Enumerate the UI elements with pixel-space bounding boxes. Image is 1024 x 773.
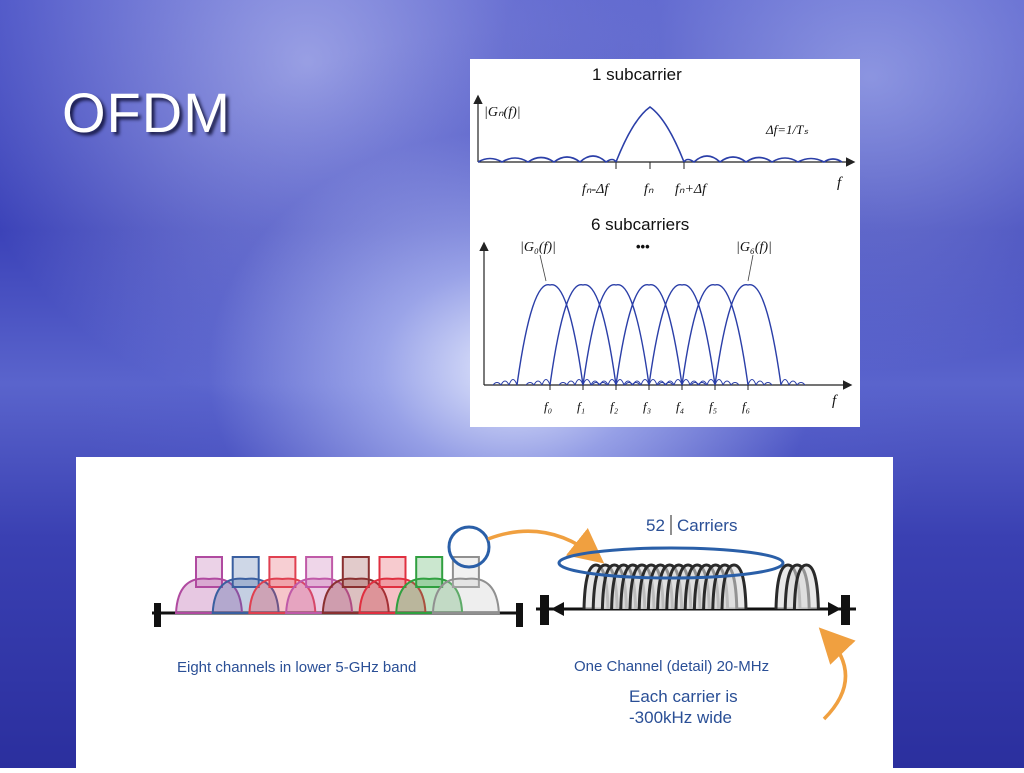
- panel2-tick-label: f₂: [610, 399, 619, 414]
- panel2-tick-label: f₆: [742, 399, 750, 414]
- channel-block: [341, 556, 370, 588]
- subcarrier-lobe: [582, 284, 650, 386]
- note-line-1: Each carrier is: [629, 687, 738, 706]
- panel2-x-axis-label: f: [832, 393, 838, 409]
- left-caption: Eight channels in lower 5-GHz band: [177, 659, 416, 676]
- panel1-x-axis-label: f: [837, 175, 843, 191]
- svg-text:52: 52: [646, 516, 665, 535]
- panel1-tick-label: fₙ+Δf: [675, 182, 708, 197]
- channel-block: [378, 556, 407, 588]
- panel1-sinc-curve: [477, 106, 843, 164]
- subcarrier-sidelobe: [673, 379, 757, 386]
- panel1-tick-label: fₙ-Δf: [582, 182, 610, 197]
- channel-mask: [431, 577, 500, 614]
- subcarrier-sidelobe: [624, 382, 740, 386]
- channel-figure: 52 Carriers Eight channels in lower 5-GH…: [76, 457, 893, 768]
- subcarrier-sidelobe: [632, 380, 732, 386]
- channel-mask: [395, 577, 464, 614]
- channel-mask: [211, 577, 280, 614]
- subcarrier-lobe: [681, 284, 749, 386]
- channel-block: [231, 556, 260, 588]
- subcarrier-sidelobe: [665, 380, 765, 386]
- channel-block: [415, 556, 444, 588]
- note-arrow: [818, 627, 856, 721]
- selected-channel-circle: [447, 525, 491, 569]
- panel2-tick-label: f₅: [709, 399, 717, 414]
- carriers-count: 52: [646, 516, 665, 535]
- subcarrier-sidelobe: [706, 379, 790, 386]
- panel2-label-right: |G₆(f)|: [736, 240, 772, 255]
- subcarrier-lobe: [714, 284, 782, 386]
- right-caption: One Channel (detail) 20-MHz: [574, 658, 769, 675]
- subcarrier-lobe: [648, 284, 716, 386]
- subcarrier-sidelobe: [657, 382, 773, 386]
- panel1-annotation: Δf=1/Tₛ: [765, 122, 808, 137]
- panel2-ellipsis: •••: [636, 239, 650, 254]
- eight-channels: [174, 556, 500, 614]
- carrier-lobe: [720, 563, 748, 610]
- panel1-title: 1 subcarrier: [592, 65, 682, 84]
- panel2-tick-label: f₁: [577, 399, 585, 414]
- carriers-ellipse: [557, 546, 785, 580]
- subcarrier-sidelobe: [698, 380, 798, 386]
- slide-title: OFDM: [62, 81, 231, 144]
- panel1-tick-label: fₙ: [644, 182, 654, 197]
- carrier-lobe: [792, 563, 820, 610]
- panel2-tick-label: f₄: [676, 399, 685, 414]
- channel-mask: [358, 577, 427, 614]
- subcarrier-lobe: [516, 284, 584, 386]
- channel-block: [195, 556, 223, 588]
- channel-mask: [321, 577, 390, 614]
- carrier-lobes: [582, 563, 820, 610]
- zoom-arrow: [487, 528, 605, 564]
- carriers-label: Carriers: [677, 516, 737, 535]
- channel-mask: [174, 577, 244, 614]
- channel-mask: [285, 577, 354, 614]
- channel-block: [268, 556, 297, 588]
- subcarrier-sidelobe: [690, 382, 806, 386]
- panel2-tick-label: f₃: [643, 399, 651, 414]
- panel2-subcarrier-lobes: [492, 284, 806, 386]
- note-line-2: -300kHz wide: [629, 708, 732, 727]
- panel2-tick-label: f₀: [544, 399, 552, 414]
- channel-block: [305, 556, 334, 588]
- panel1-y-label: |Gₙ(f)|: [484, 105, 521, 120]
- subcarrier-figure: 1 subcarrier |Gₙ(f)| Δf=1/Tₛ fₙ-Δf fₙ fₙ…: [470, 59, 860, 427]
- subcarrier-lobe: [549, 284, 617, 386]
- panel2-ticks: f₀ f₁ f₂ f₃ f₄ f₅ f₆: [544, 385, 750, 414]
- panel2-label-left: |G₀(f)|: [520, 240, 556, 255]
- channel-mask: [248, 577, 317, 614]
- subcarrier-lobe: [615, 284, 683, 386]
- panel2-title: 6 subcarriers: [591, 215, 689, 234]
